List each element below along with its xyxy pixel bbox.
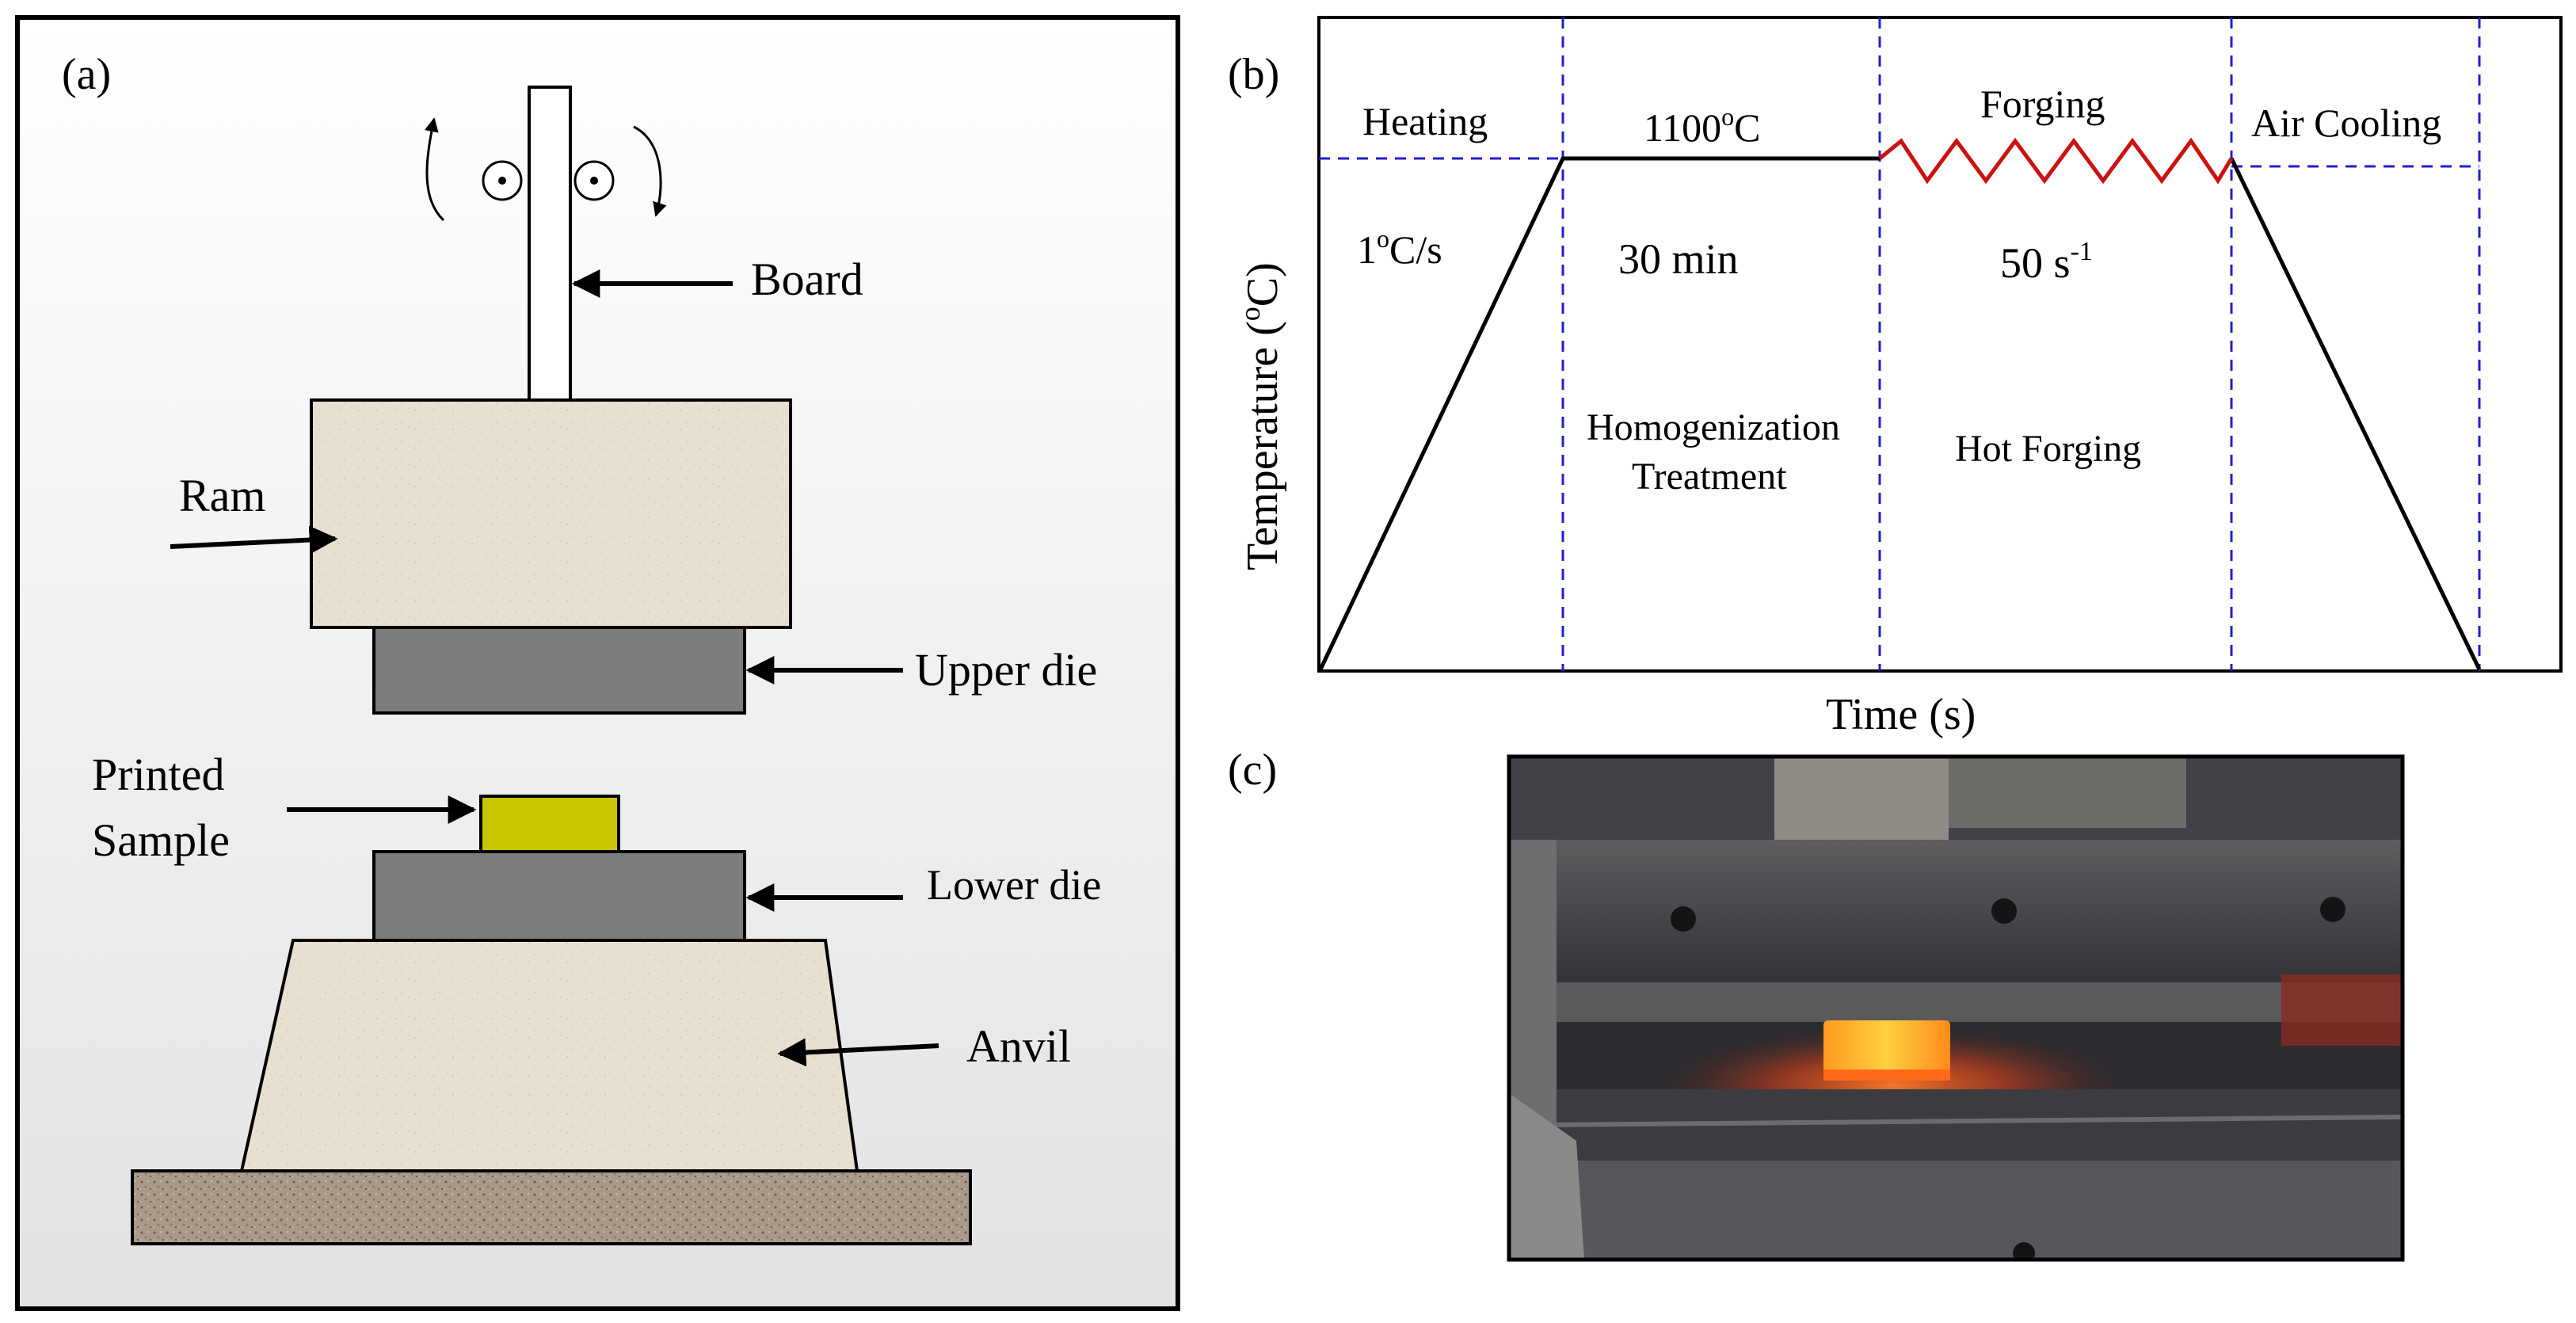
board-label: Board bbox=[751, 254, 863, 305]
profile-heating-hold bbox=[1318, 156, 1880, 671]
lower-die-label: Lower die bbox=[927, 861, 1101, 909]
base-plate bbox=[131, 1169, 972, 1245]
photo-frame bbox=[1507, 754, 2405, 1262]
hot-forging-label: Hot Forging bbox=[1955, 428, 2141, 470]
anvil-arrow bbox=[777, 1038, 939, 1067]
ram bbox=[310, 398, 792, 629]
hold-time-label: 30 min bbox=[1618, 235, 1739, 283]
hot-sample bbox=[1823, 1020, 1950, 1080]
heating-rate-label: 1oC/s bbox=[1357, 224, 1442, 272]
homogenization-label-line2: Treatment bbox=[1632, 456, 1787, 498]
printed-sample-label-line2: Sample bbox=[92, 814, 230, 866]
forging-label: Forging bbox=[1980, 82, 2105, 126]
profile-cooling bbox=[2229, 157, 2482, 671]
forging-zigzag bbox=[1878, 137, 2234, 185]
air-cooling-label: Air Cooling bbox=[2251, 101, 2441, 145]
y-axis-label: Temperature (oC) bbox=[1234, 262, 1287, 570]
panel-c-label: (c) bbox=[1228, 745, 1277, 795]
forging-photo bbox=[1507, 754, 2405, 1262]
panel-b-label: (b) bbox=[1228, 50, 1279, 99]
hold-temperature-label: 1100oC bbox=[1644, 102, 1761, 150]
ram-arrow bbox=[170, 525, 338, 555]
phase-guides bbox=[1319, 17, 2481, 671]
rotation-left-icon bbox=[424, 117, 523, 222]
strain-rate-label: 50 s-1 bbox=[2000, 237, 2093, 287]
ram-label: Ram bbox=[179, 470, 266, 521]
upper-die-label: Upper die bbox=[915, 644, 1097, 696]
panel-c: (c) bbox=[1228, 745, 2405, 1262]
anvil bbox=[239, 939, 859, 1172]
panel-a-label: (a) bbox=[62, 50, 111, 99]
panel-a: (a) Board Ram Upper die Printed Sample bbox=[15, 15, 1180, 1311]
anvil-label: Anvil bbox=[966, 1020, 1071, 1072]
panel-b: (b) Heating 1100oC Forging Air Cooling 1… bbox=[1228, 16, 2563, 739]
lower-die bbox=[372, 850, 746, 942]
board bbox=[528, 86, 572, 402]
x-axis-label: Time (s) bbox=[1826, 690, 1976, 739]
upper-die bbox=[372, 626, 746, 715]
printed-sample bbox=[479, 795, 620, 853]
homogenization-label-line1: Homogenization bbox=[1587, 406, 1840, 448]
printed-sample-label-line1: Printed bbox=[92, 749, 225, 800]
plot-frame bbox=[1317, 16, 2563, 673]
heating-label: Heating bbox=[1362, 99, 1488, 143]
rotation-right-icon bbox=[574, 125, 667, 217]
